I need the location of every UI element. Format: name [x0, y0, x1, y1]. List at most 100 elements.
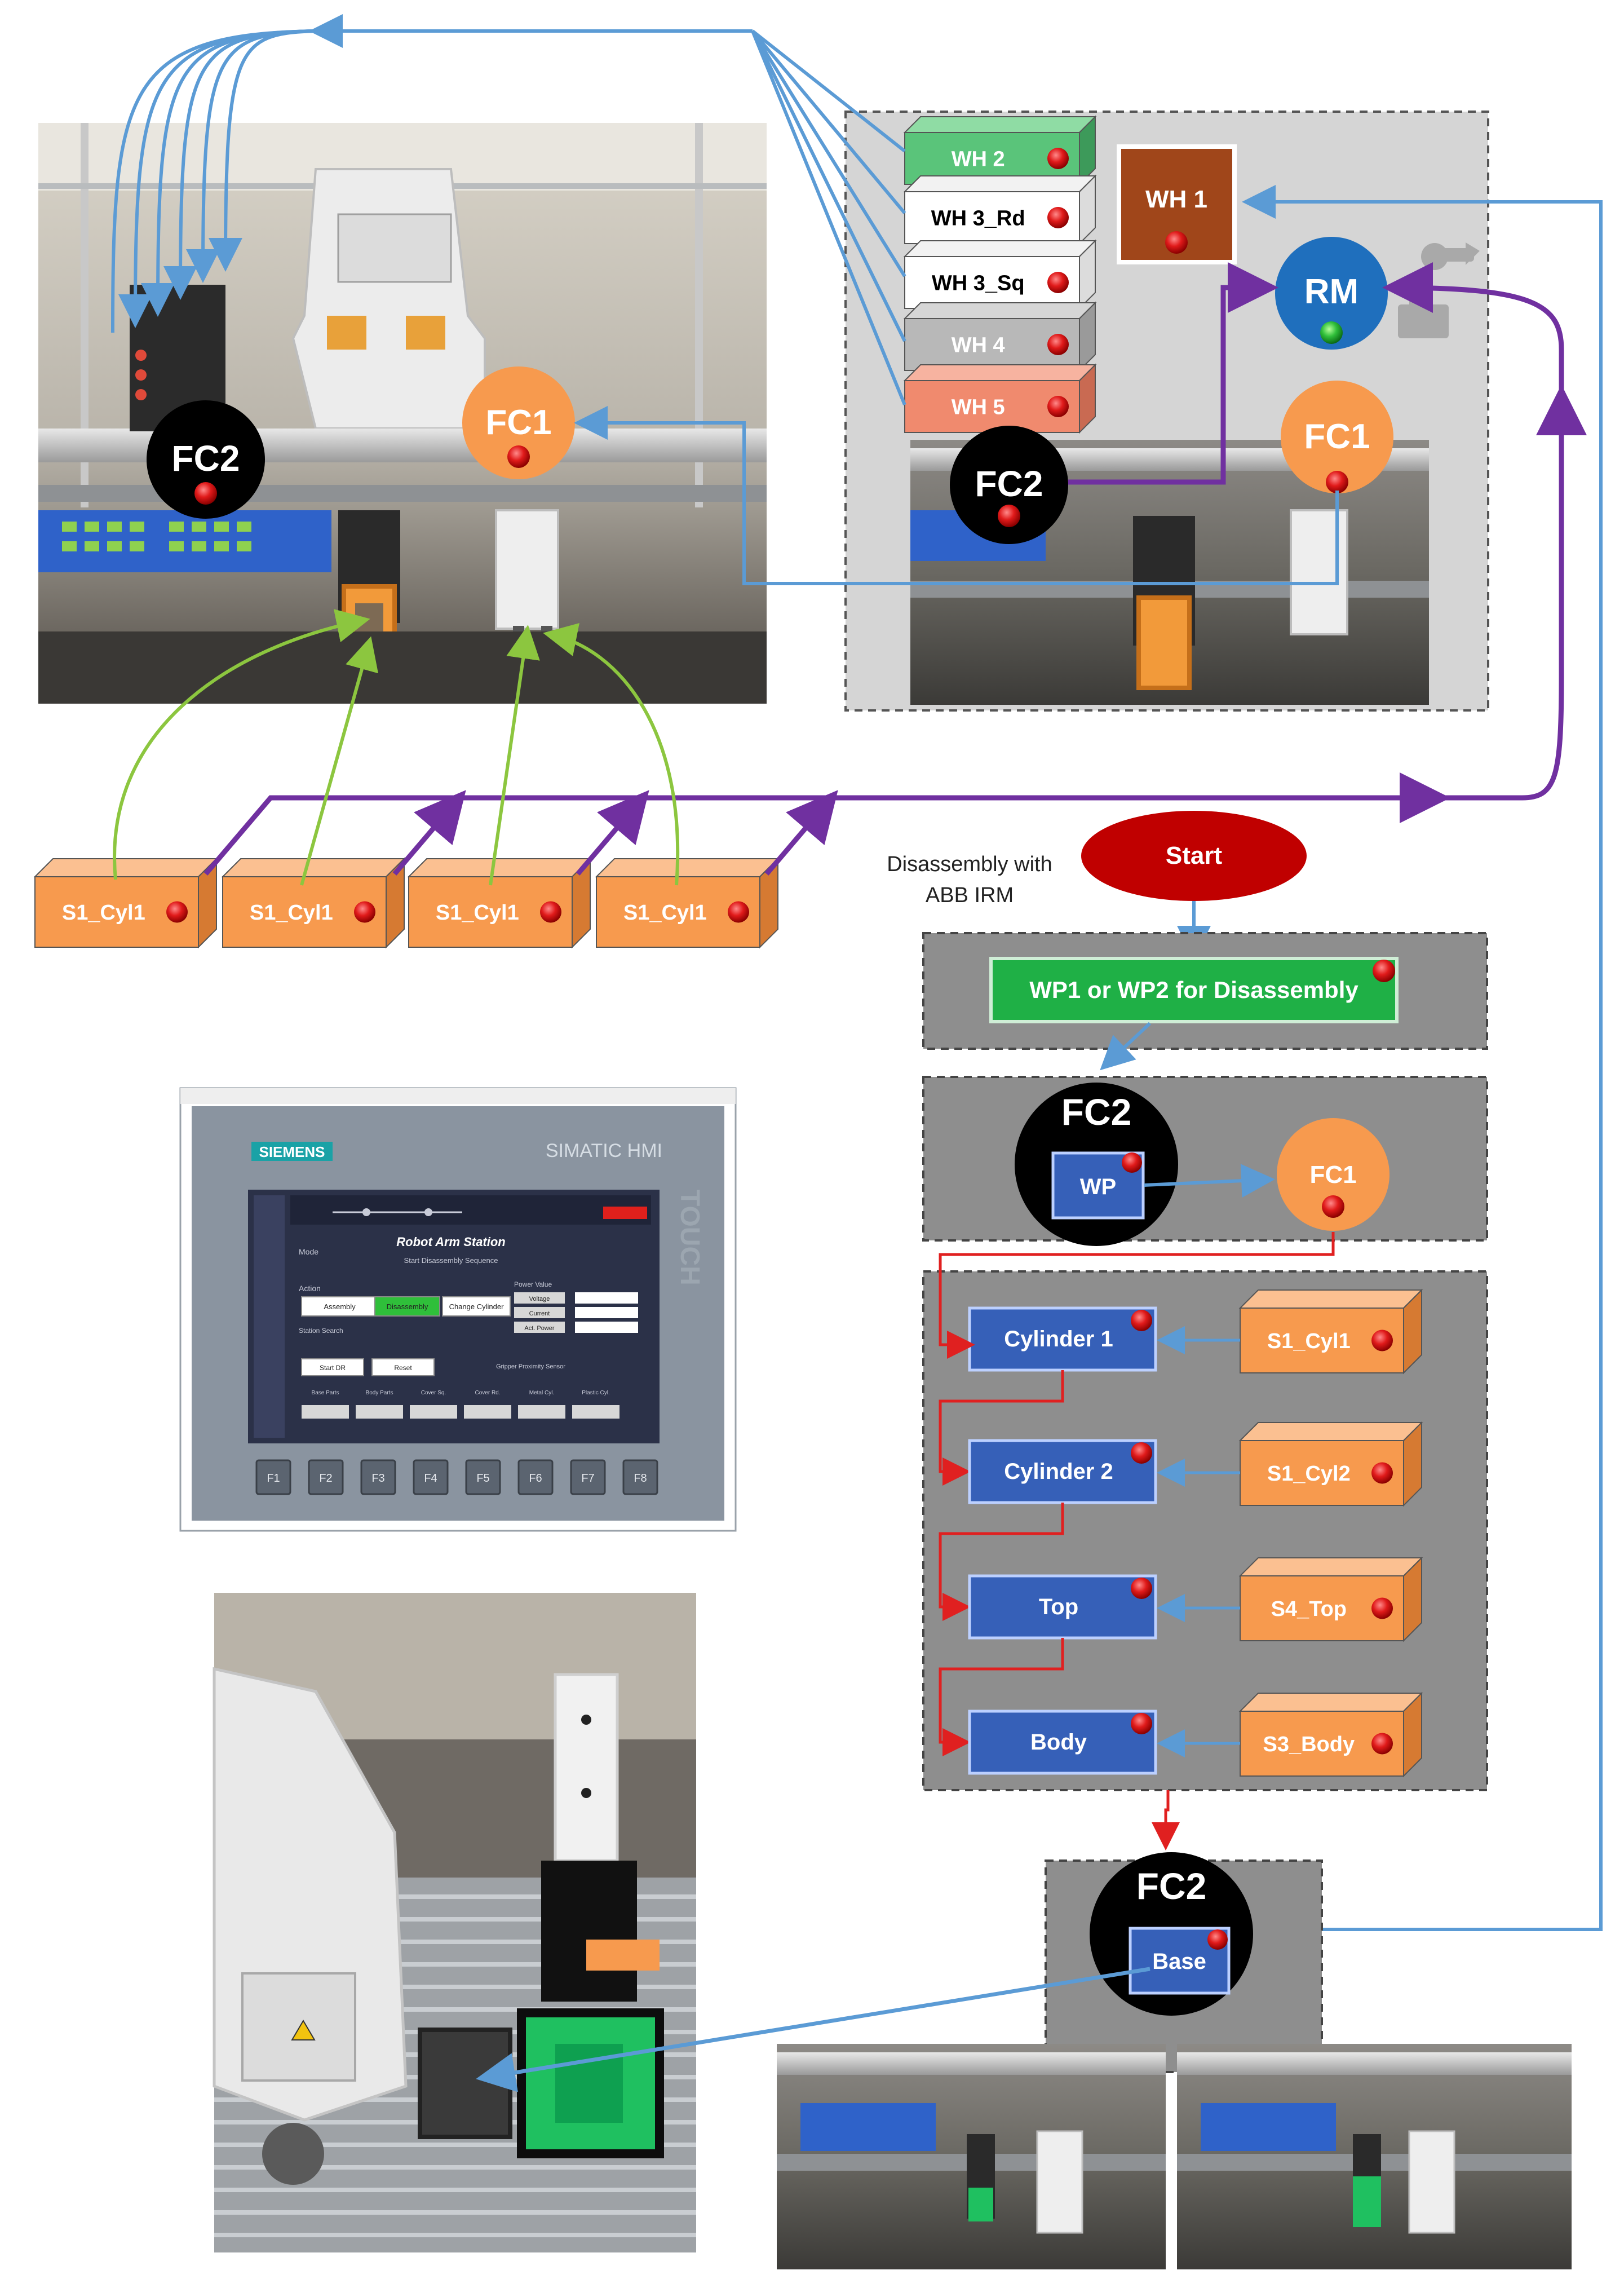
hmi-touch: TOUCH: [675, 1190, 705, 1286]
hmi-action-button[interactable]: Assembly: [301, 1296, 378, 1317]
sensor-box-label: S1_Cyl1: [62, 901, 145, 925]
wp-select-box: WP1 or WP2 for Disassembly: [1029, 977, 1359, 1003]
status-dot: [1047, 148, 1069, 169]
hmi-action-button[interactable]: Change Cylinder: [442, 1296, 511, 1317]
svg-text:Start DR: Start DR: [320, 1364, 346, 1372]
hmi-function-key[interactable]: F2: [308, 1459, 344, 1495]
svg-text:F5: F5: [476, 1472, 489, 1485]
hmi-action: Action: [299, 1284, 321, 1293]
top-left-station-photo: [38, 123, 767, 704]
svg-text:Reset: Reset: [394, 1364, 412, 1372]
svg-text:Current: Current: [529, 1310, 550, 1317]
rm-label: RM: [1304, 272, 1359, 311]
hmi-parts-column: Plastic Cyl.: [572, 1390, 619, 1419]
wp-box: WP: [1080, 1174, 1116, 1199]
svg-text:Metal Cyl.: Metal Cyl.: [529, 1390, 554, 1396]
hmi-function-key[interactable]: F5: [465, 1459, 501, 1495]
status-dot: [1371, 1329, 1393, 1351]
base-box: Base: [1152, 1949, 1206, 1974]
step-sensor-box-label: S3_Body: [1263, 1733, 1355, 1756]
svg-text:FC1: FC1: [1304, 417, 1370, 456]
flow-fc1-label: FC1: [1309, 1161, 1356, 1189]
status-dot: [1047, 334, 1069, 355]
hmi-action-button[interactable]: Disassembly: [374, 1296, 440, 1317]
hmi-mode: Mode: [299, 1247, 318, 1256]
step-sensor-box: S3_Body: [1238, 1691, 1423, 1778]
svg-text:F6: F6: [529, 1472, 542, 1485]
flow-caption-line2: ABB IRM: [926, 884, 1014, 907]
svg-text:Assembly: Assembly: [324, 1302, 356, 1311]
panel-fc2-node: FC2: [950, 426, 1068, 544]
part-label: Cylinder 2: [1004, 1459, 1113, 1484]
status-dot: [1371, 1462, 1393, 1484]
status-dot: [728, 901, 749, 923]
svg-text:Disassembly: Disassembly: [387, 1302, 428, 1311]
warehouse-box-label: WH 3_Sq: [932, 271, 1025, 295]
hmi-brand: SIEMENS: [259, 1143, 325, 1160]
hmi-function-key[interactable]: F4: [413, 1459, 449, 1495]
status-dot: [998, 505, 1020, 527]
hmi-status-buttons: Start DR Reset: [301, 1358, 435, 1376]
status-dot: [1326, 471, 1348, 493]
hmi-parts-column: Cover Sq.: [410, 1390, 457, 1419]
hmi-parts-column: Base Parts: [302, 1390, 349, 1419]
hmi-parts-table: Base Parts Body Parts Cover Sq. Cover Rd. Me…: [302, 1390, 619, 1419]
sensor-box-label: S1_Cyl1: [623, 901, 707, 925]
status-dot: [1165, 231, 1188, 254]
hmi-function-key[interactable]: F1: [255, 1459, 291, 1495]
status-dot: [507, 445, 530, 468]
warehouse-box: WH 3_Rd: [903, 174, 1097, 245]
panel-fc1-node: FC1: [1281, 381, 1393, 493]
svg-text:Cover Rd.: Cover Rd.: [475, 1390, 500, 1396]
step-sensor-box-label: S1_Cyl1: [1267, 1329, 1351, 1353]
flow-fc2-label: FC2: [1061, 1091, 1132, 1133]
hmi-function-key[interactable]: F6: [517, 1459, 554, 1495]
base-to-gripper-arrow: [476, 1967, 1150, 2092]
warehouse-box-label: WH 4: [952, 333, 1005, 357]
wh1-box: WH 1: [1117, 144, 1237, 264]
status-dot: [1131, 1442, 1152, 1464]
hmi-function-key[interactable]: F3: [360, 1459, 396, 1495]
rm-node: RM: [1275, 237, 1388, 350]
robot-gripper-photo: [213, 1593, 696, 2252]
status-dot: [1373, 960, 1395, 982]
part-label: Body: [1030, 1730, 1087, 1755]
svg-text:Plastic Cyl.: Plastic Cyl.: [582, 1390, 609, 1396]
svg-text:Act. Power: Act. Power: [524, 1325, 555, 1332]
base-fc2-label: FC2: [1136, 1865, 1207, 1907]
hmi-parts-column: Metal Cyl.: [518, 1390, 565, 1419]
hmi-parts-column: Cover Rd.: [464, 1390, 511, 1419]
warehouse-box: WH 4: [903, 301, 1097, 372]
status-dot: [1047, 396, 1069, 417]
status-dot: [540, 901, 561, 923]
sensor-box: S1_Cyl1: [33, 857, 218, 949]
hmi-status-button[interactable]: Start DR: [301, 1358, 364, 1376]
status-dot: [1131, 1713, 1152, 1734]
hmi-status: Station Search: [299, 1327, 343, 1335]
step-sensor-box-label: S4_Top: [1271, 1597, 1347, 1621]
hmi-function-key[interactable]: F8: [622, 1459, 658, 1495]
svg-text:Body Parts: Body Parts: [366, 1390, 393, 1396]
hmi-status-button[interactable]: Reset: [371, 1358, 435, 1376]
arrows-top: [111, 14, 1603, 1931]
hmi-actions: Assembly Disassembly Change Cylinder: [301, 1296, 511, 1317]
hmi-gripper: Gripper Proximity Sensor: [496, 1363, 565, 1370]
status-dot: [1047, 272, 1069, 293]
status-dot: [1371, 1597, 1393, 1619]
hmi-station-subtitle: Start Disassembly Sequence: [404, 1256, 498, 1265]
hmi-power-field: Voltage: [514, 1292, 638, 1304]
warehouse-box: WH 5: [903, 363, 1097, 434]
sensor-box: S1_Cyl1: [221, 857, 406, 949]
status-dot: [1131, 1310, 1152, 1331]
status-dot: [1320, 321, 1343, 344]
wh1-label: WH 1: [1145, 185, 1207, 213]
hmi-function-keys: F1 F2 F3 F4 F5 F6 F7 F8: [255, 1459, 658, 1495]
hmi-function-key[interactable]: F7: [570, 1459, 606, 1495]
svg-text:F2: F2: [319, 1472, 332, 1485]
svg-text:FC2: FC2: [172, 438, 240, 479]
flow-step: Body S3_Body: [968, 1691, 1423, 1778]
